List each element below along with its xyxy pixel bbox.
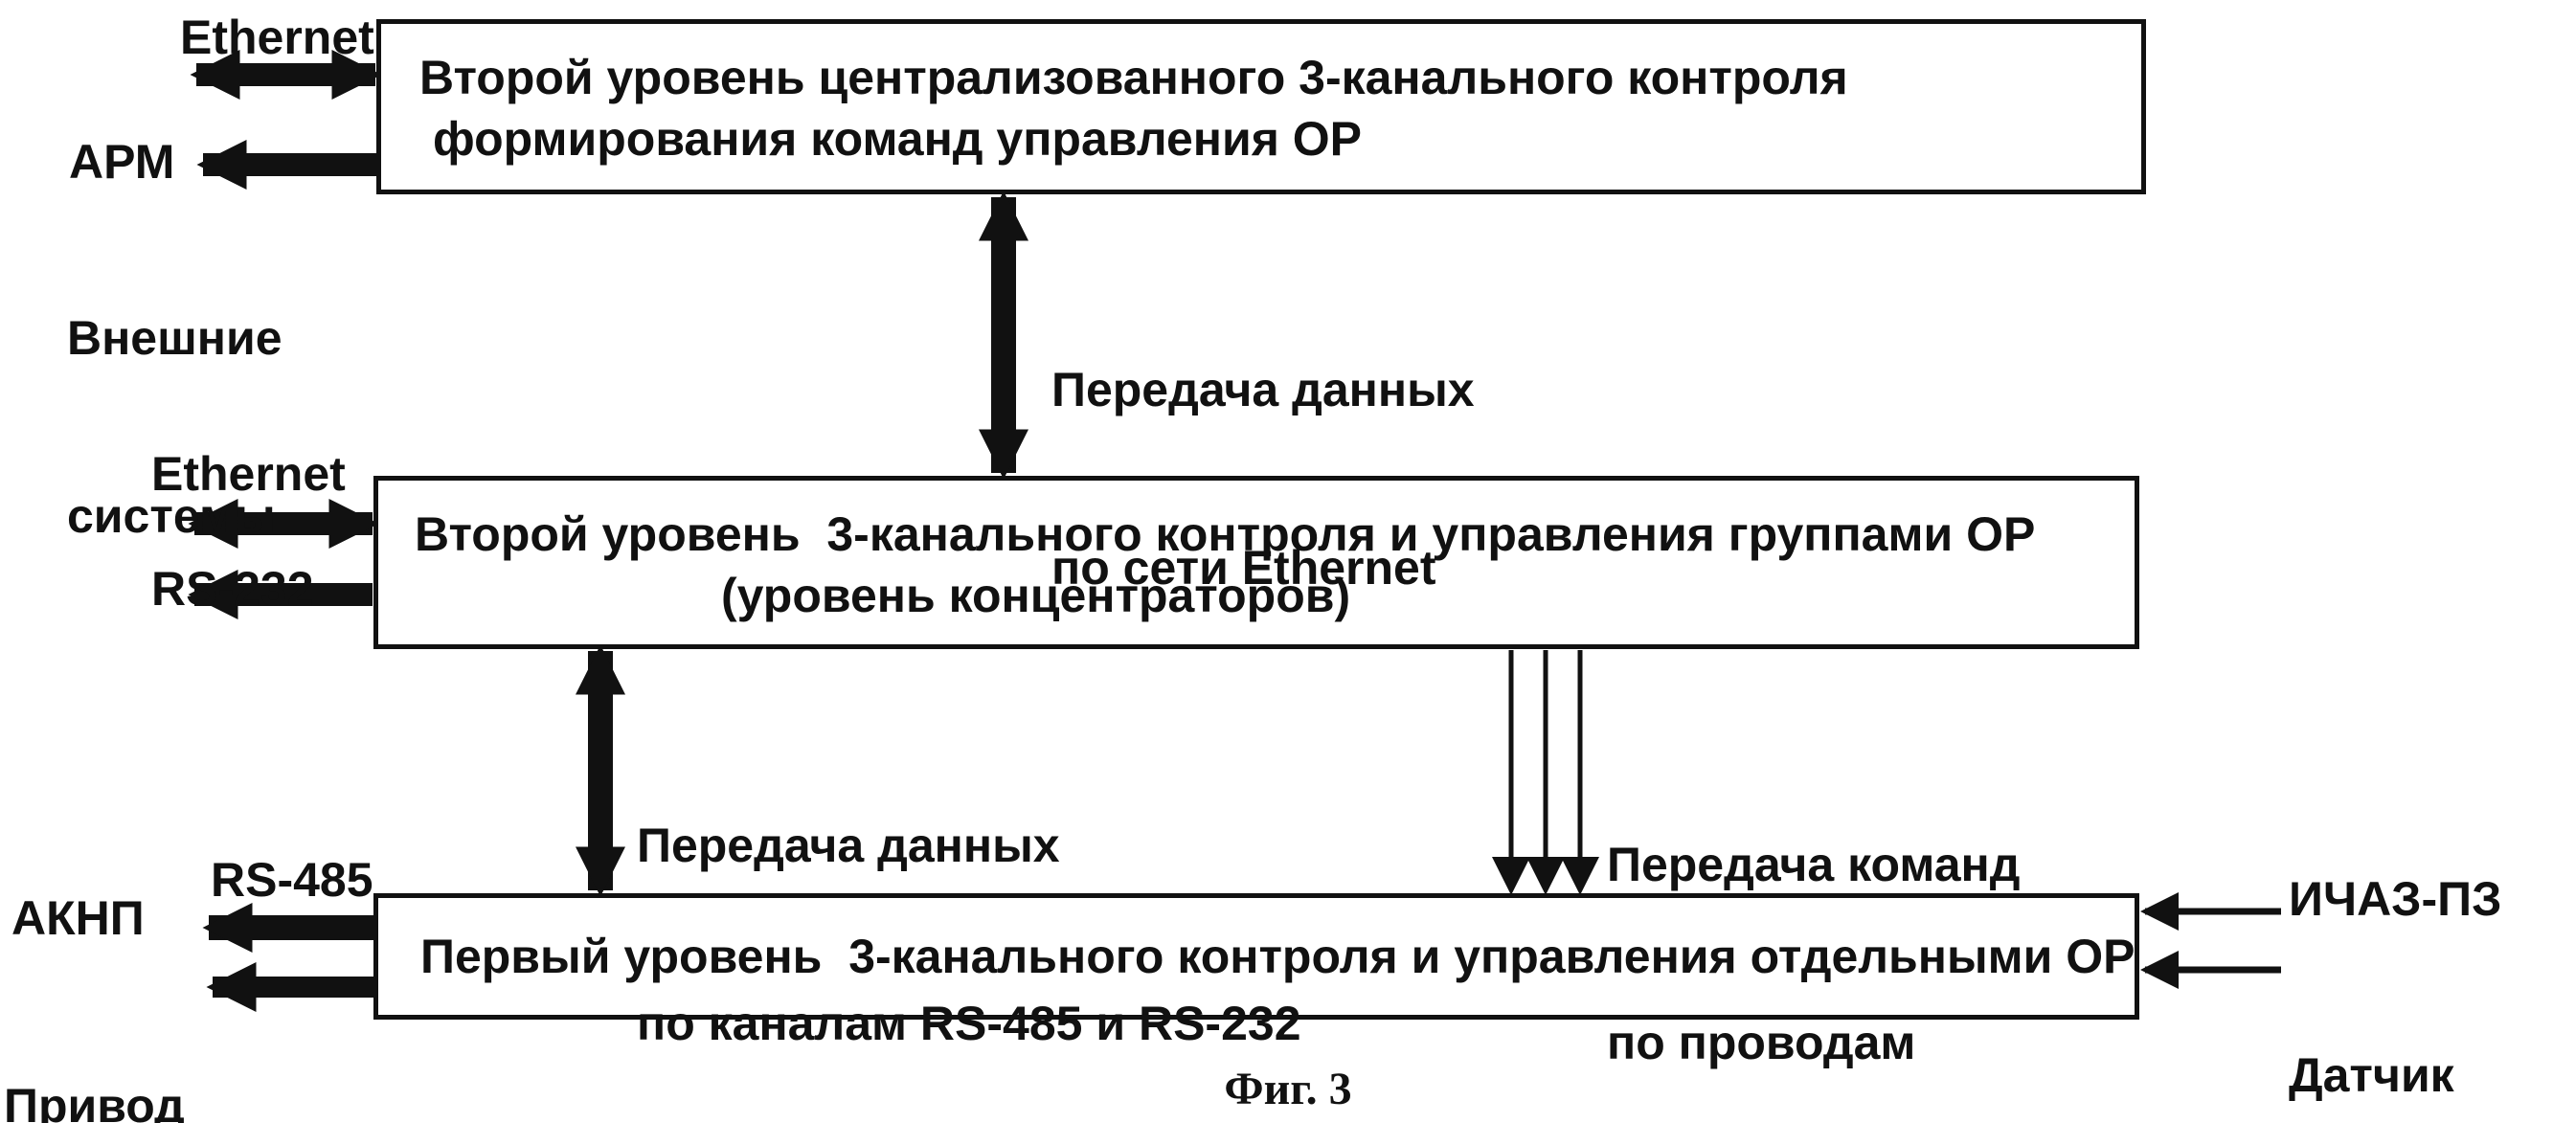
middle-level-box: Второй уровень 3-канального контроля и у…	[373, 476, 2139, 649]
top-level-box: Второй уровень централизованного 3-канал…	[376, 19, 2146, 194]
ethernet-link-caption-line2: по сети Ethernet	[1051, 541, 1436, 595]
drive-shm3-label: Привод ШМ-3	[4, 957, 185, 1123]
middle-level-box-line1: Второй уровень 3-канального контроля и у…	[415, 507, 2036, 561]
ethernet-middle-label: Ethernet	[151, 447, 346, 501]
bottom-level-box: Первый уровень 3-канального контроля и у…	[373, 893, 2139, 1020]
rs485-label: RS-485	[211, 853, 373, 907]
bottom-level-box-line1: Первый уровень 3-канального контроля и у…	[420, 930, 2135, 983]
ichaz-pz-label: ИЧАЗ-ПЗ	[2289, 872, 2502, 926]
serial-link-caption: Передача данных по каналам RS-485 и RS-2…	[637, 697, 1301, 1123]
ethernet-top-label: Ethernet	[180, 11, 374, 64]
serial-link-caption-line1: Передача данных	[637, 819, 1060, 872]
figure-caption: Фиг. 3	[1224, 1064, 1352, 1114]
position-sensor-label: Датчик положения	[2289, 927, 2550, 1123]
wire-link-caption-line2: по проводам	[1607, 1016, 1916, 1069]
wire-link-caption: Передача команд по проводам	[1607, 716, 2020, 1123]
ethernet-link-caption: Передача данных по сети Ethernet	[1051, 241, 1475, 716]
arm-label: АРМ	[69, 135, 175, 189]
middle-level-box-line2: (уровень концентраторов)	[721, 569, 1351, 622]
rs232-label: RS-232	[151, 562, 314, 616]
position-sensor-label-line1: Датчик	[2289, 1048, 2454, 1102]
serial-link-caption-line2: по каналам RS-485 и RS-232	[637, 997, 1301, 1050]
external-systems-label-line1: Внешние	[67, 311, 282, 365]
aknp-label: АКНП	[11, 891, 145, 945]
top-level-box-line2: формирования команд управления ОР	[433, 112, 1363, 166]
drive-shm3-label-line1: Привод	[4, 1079, 185, 1123]
ethernet-link-caption-line1: Передача данных	[1051, 363, 1475, 416]
wire-link-caption-line1: Передача команд	[1607, 838, 2021, 891]
top-level-box-line1: Второй уровень централизованного 3-канал…	[419, 51, 1848, 104]
